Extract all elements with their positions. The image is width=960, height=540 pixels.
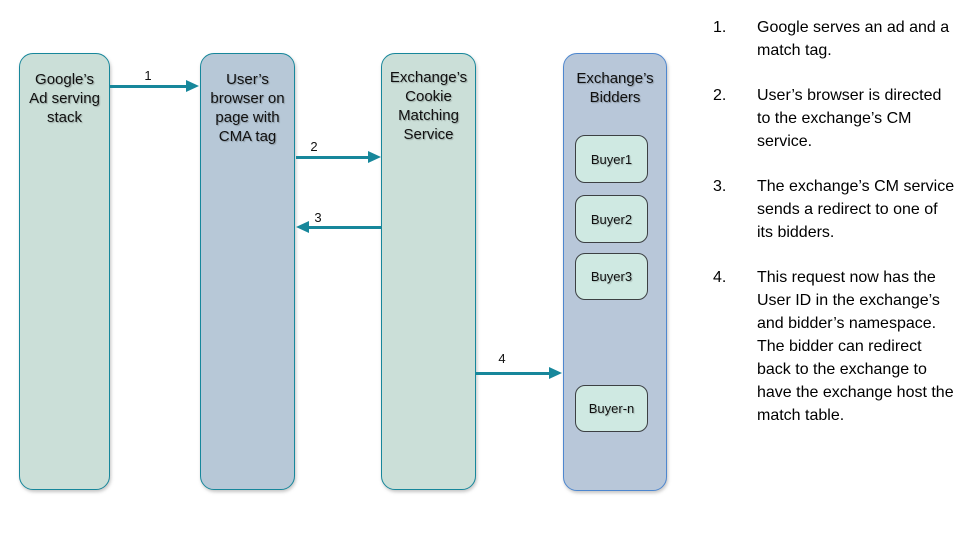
step-item-4: 4. This request now has the User ID in t… <box>713 266 955 427</box>
column-label-cookie-matching: Exchange’s Cookie Matching Service <box>389 69 468 143</box>
arrow-1-google-to-browser <box>110 80 199 92</box>
step-item-2: 2. User’s browser is directed to the exc… <box>713 84 955 153</box>
arrow-label-1: 1 <box>144 68 152 83</box>
arrow-4-cms-to-bidders <box>476 367 562 379</box>
step-number: 3. <box>713 178 727 195</box>
step-list: 1. Google serves an ad and a match tag. … <box>713 16 955 427</box>
step-text: User’s browser is directed to the exchan… <box>757 87 942 150</box>
step-number: 4. <box>713 269 727 286</box>
column-cookie-matching-service: Exchange’s Cookie Matching Service <box>381 53 476 490</box>
step-number: 1. <box>713 19 727 36</box>
column-label-user-browser: User’s browser on page with CMA tag <box>210 71 285 145</box>
buyer-box-2: Buyer2 <box>575 195 648 243</box>
arrow-label-3: 3 <box>314 210 322 225</box>
buyer-box-1: Buyer1 <box>575 135 648 183</box>
buyer-box-n: Buyer-n <box>575 385 648 432</box>
arrow-shaft <box>296 155 371 159</box>
arrow-right-icon <box>368 151 381 163</box>
step-text: This request now has the User ID in the … <box>757 269 954 424</box>
arrow-3-cms-to-browser <box>296 221 381 233</box>
step-item-1: 1. Google serves an ad and a match tag. <box>713 16 955 62</box>
arrow-shaft <box>110 84 189 88</box>
step-text: Google serves an ad and a match tag. <box>757 19 950 59</box>
column-google-ad-serving-stack: Google’s Ad serving stack <box>19 53 110 490</box>
step-number: 2. <box>713 87 727 104</box>
step-text: The exchange’s CM service sends a redire… <box>757 178 955 241</box>
arrow-label-2: 2 <box>310 139 318 154</box>
arrow-label-4: 4 <box>498 351 506 366</box>
arrow-2-browser-to-cms <box>296 151 381 163</box>
step-item-3: 3. The exchange’s CM service sends a red… <box>713 175 955 244</box>
buyer-label-3: Buyer3 <box>590 269 633 284</box>
column-label-google: Google’s Ad serving stack <box>29 71 100 126</box>
buyer-label-2: Buyer2 <box>590 211 633 227</box>
column-label-exchange-bidders: Exchange’s Bidders <box>576 70 654 106</box>
buyer-label-n: Buyer-n <box>588 401 635 416</box>
arrow-right-icon <box>549 367 562 379</box>
arrow-right-icon <box>186 80 199 92</box>
arrow-left-icon <box>296 221 309 233</box>
arrow-shaft <box>476 371 552 375</box>
buyer-label-1: Buyer1 <box>590 151 633 167</box>
buyer-box-3: Buyer3 <box>575 253 648 300</box>
arrow-shaft <box>306 225 381 229</box>
column-user-browser: User’s browser on page with CMA tag <box>200 53 295 490</box>
